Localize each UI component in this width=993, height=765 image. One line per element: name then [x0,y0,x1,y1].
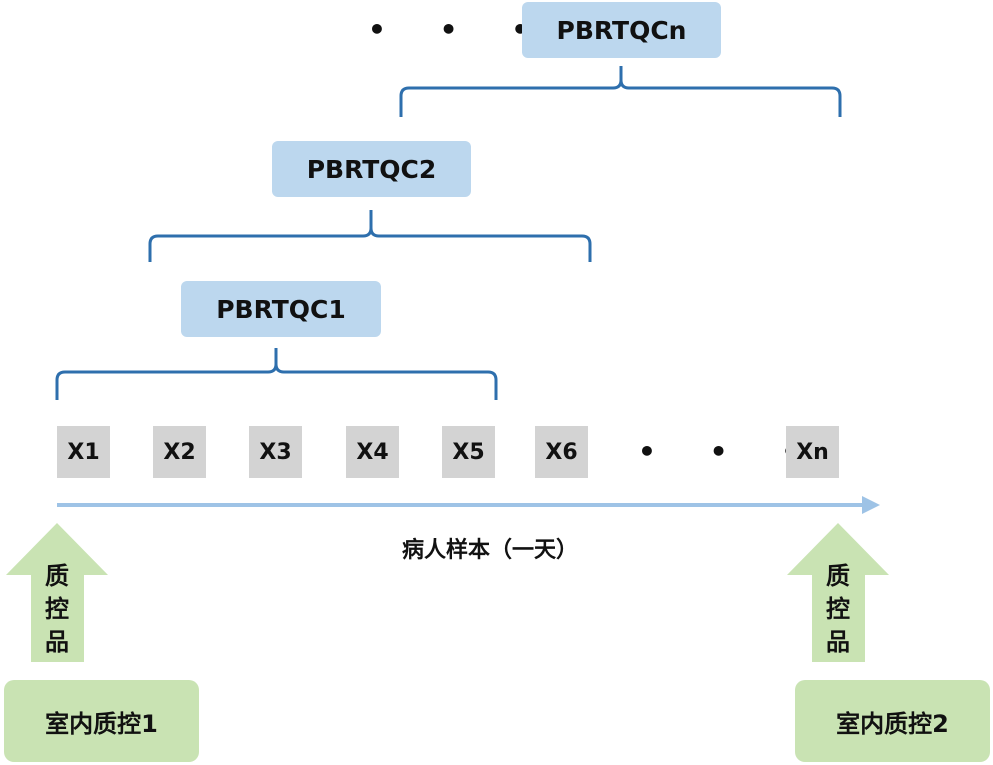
bracket-pbrtqc2 [148,210,592,262]
pbrtqc1-box: PBRTQC1 [181,281,381,337]
pbrtqcn-box: PBRTQCn [522,2,721,58]
sample-x2: X2 [153,426,206,478]
qc-arrow-left [6,523,108,662]
sample-x5: X5 [442,426,495,478]
qc-char: 品 [826,628,850,656]
sample-x3: X3 [249,426,302,478]
time-arrow [57,496,880,514]
sample-x6: X6 [535,426,588,478]
bracket-pbrtqc1 [55,348,498,400]
qc-char: 品 [45,628,69,656]
ellipsis-samples: • • • [638,435,822,468]
patient-samples-label: 病人样本（一天） [401,538,578,563]
qc-material-label-right: 质 控 品 [808,560,868,659]
qc-char: 控 [45,595,69,623]
sample-xn: Xn [786,426,839,478]
internal-qc-2-box: 室内质控2 [795,680,990,762]
internal-qc-1-box: 室内质控1 [4,680,199,762]
qc-material-label-left: 质 控 品 [27,560,87,659]
sample-x1: X1 [57,426,110,478]
pbrtqc2-box: PBRTQC2 [272,141,471,197]
sample-x4: X4 [346,426,399,478]
bracket-pbrtqcn [399,66,842,117]
qc-char: 质 [826,562,850,590]
qc-arrow-right [787,523,889,662]
qc-char: 控 [826,595,850,623]
qc-char: 质 [45,562,69,590]
ellipsis-top: • • • [368,13,552,46]
